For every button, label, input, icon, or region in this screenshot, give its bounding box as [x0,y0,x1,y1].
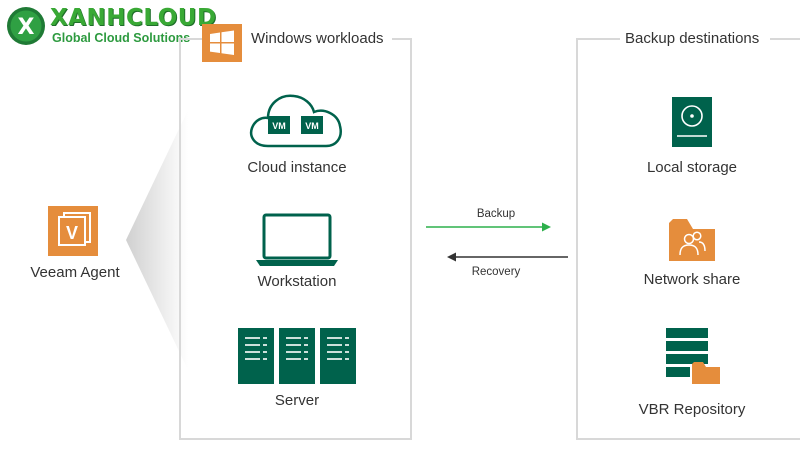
agent-label: Veeam Agent [30,264,120,281]
destinations-panel [576,38,800,440]
server-label: Server [274,392,320,409]
laptop-icon [256,213,338,266]
hard-drive-icon [672,97,712,147]
shared-folder-icon [669,219,715,261]
workloads-panel-top-border-right [392,38,412,40]
network-share-label: Network share [643,271,741,288]
workloads-title: Windows workloads [248,30,387,47]
destinations-panel-top-border [576,38,620,40]
svg-text:V: V [66,223,78,243]
workstation-label: Workstation [257,273,337,290]
workloads-panel-top-border [179,38,203,40]
cloud-instance-label: Cloud instance [247,159,347,176]
destinations-panel-top-border-right [770,38,800,40]
xanhcloud-mark-icon: X [7,7,45,45]
recovery-label: Recovery [471,266,521,278]
server-rack-icon [238,328,356,384]
backup-arrow [426,222,551,232]
vbr-repository-label: VBR Repository [638,401,746,418]
destinations-title: Backup destinations [622,30,763,47]
windows-logo-icon [210,30,234,55]
backup-label: Backup [476,208,516,220]
vm-label-2: VM [305,121,319,131]
brand-logo: X XANHCLOUD Global Cloud Solutions [0,0,216,52]
windows-badge [202,24,242,62]
repository-icon [666,328,720,384]
agent-fan-shadow [126,110,188,370]
recovery-arrow [447,252,568,262]
brand-tagline: Global Cloud Solutions [52,31,191,45]
cloud-vm-icon: VM VM [250,94,342,148]
workloads-panel [179,38,412,440]
veeam-v-icon: V [48,206,98,256]
local-storage-label: Local storage [646,159,738,176]
vm-label-1: VM [272,121,286,131]
brand-name: XANHCLOUD [50,5,217,31]
logo-mark-letter: X [18,15,35,40]
